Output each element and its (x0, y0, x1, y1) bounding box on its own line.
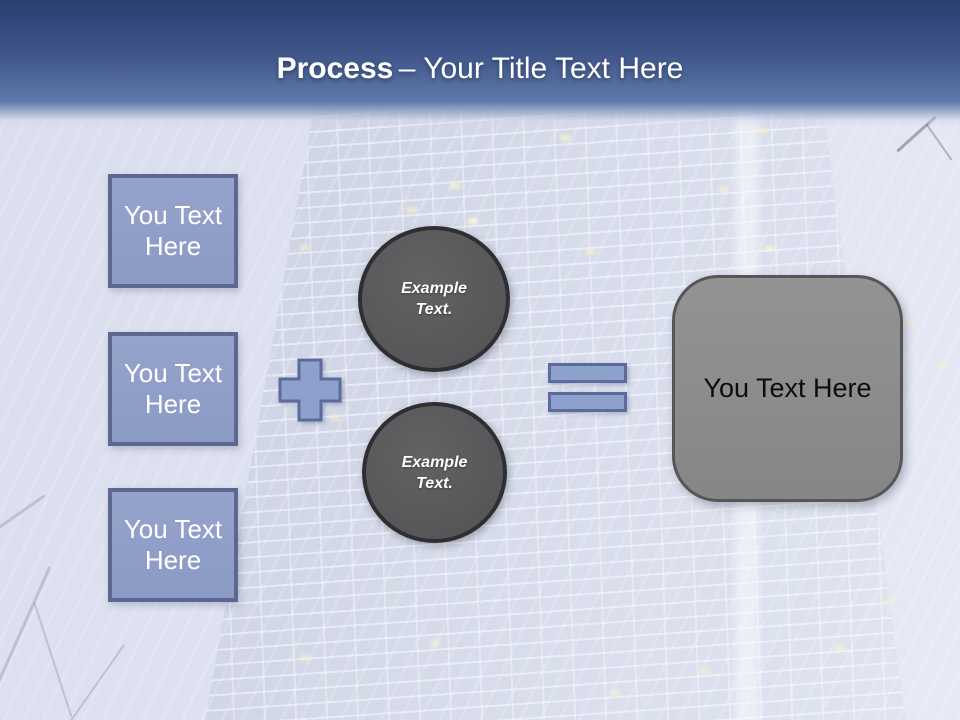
title-subtitle: – Your Title Text Here (398, 52, 684, 85)
input-box-2[interactable]: You Text Here (108, 332, 238, 446)
example-circle-1-label: Example Text. (401, 280, 467, 318)
equals-bottom-bar (548, 392, 627, 412)
input-box-3[interactable]: You Text Here (108, 488, 238, 602)
result-box-label: You Text Here (703, 373, 872, 403)
example-circle-2-label: Example Text. (401, 453, 468, 492)
plus-shape (278, 358, 342, 422)
input-box-1-label: You Text Here (123, 200, 223, 261)
equals-top-bar (548, 363, 627, 383)
example-circle-2[interactable]: Example Text. (362, 402, 507, 543)
equals-icon[interactable] (548, 363, 627, 412)
page-title[interactable]: Process– Your Title Text Here (0, 50, 960, 88)
plus-icon[interactable] (277, 357, 343, 423)
result-box[interactable]: You Text Here (672, 275, 903, 502)
title-keyword: Process (276, 52, 394, 85)
input-box-2-label: You Text Here (123, 358, 223, 419)
example-circle-1[interactable]: Example Text. (358, 226, 510, 372)
input-box-3-label: You Text Here (123, 514, 223, 575)
input-box-1[interactable]: You Text Here (108, 174, 238, 288)
title-bar: Process– Your Title Text Here (0, 0, 960, 128)
